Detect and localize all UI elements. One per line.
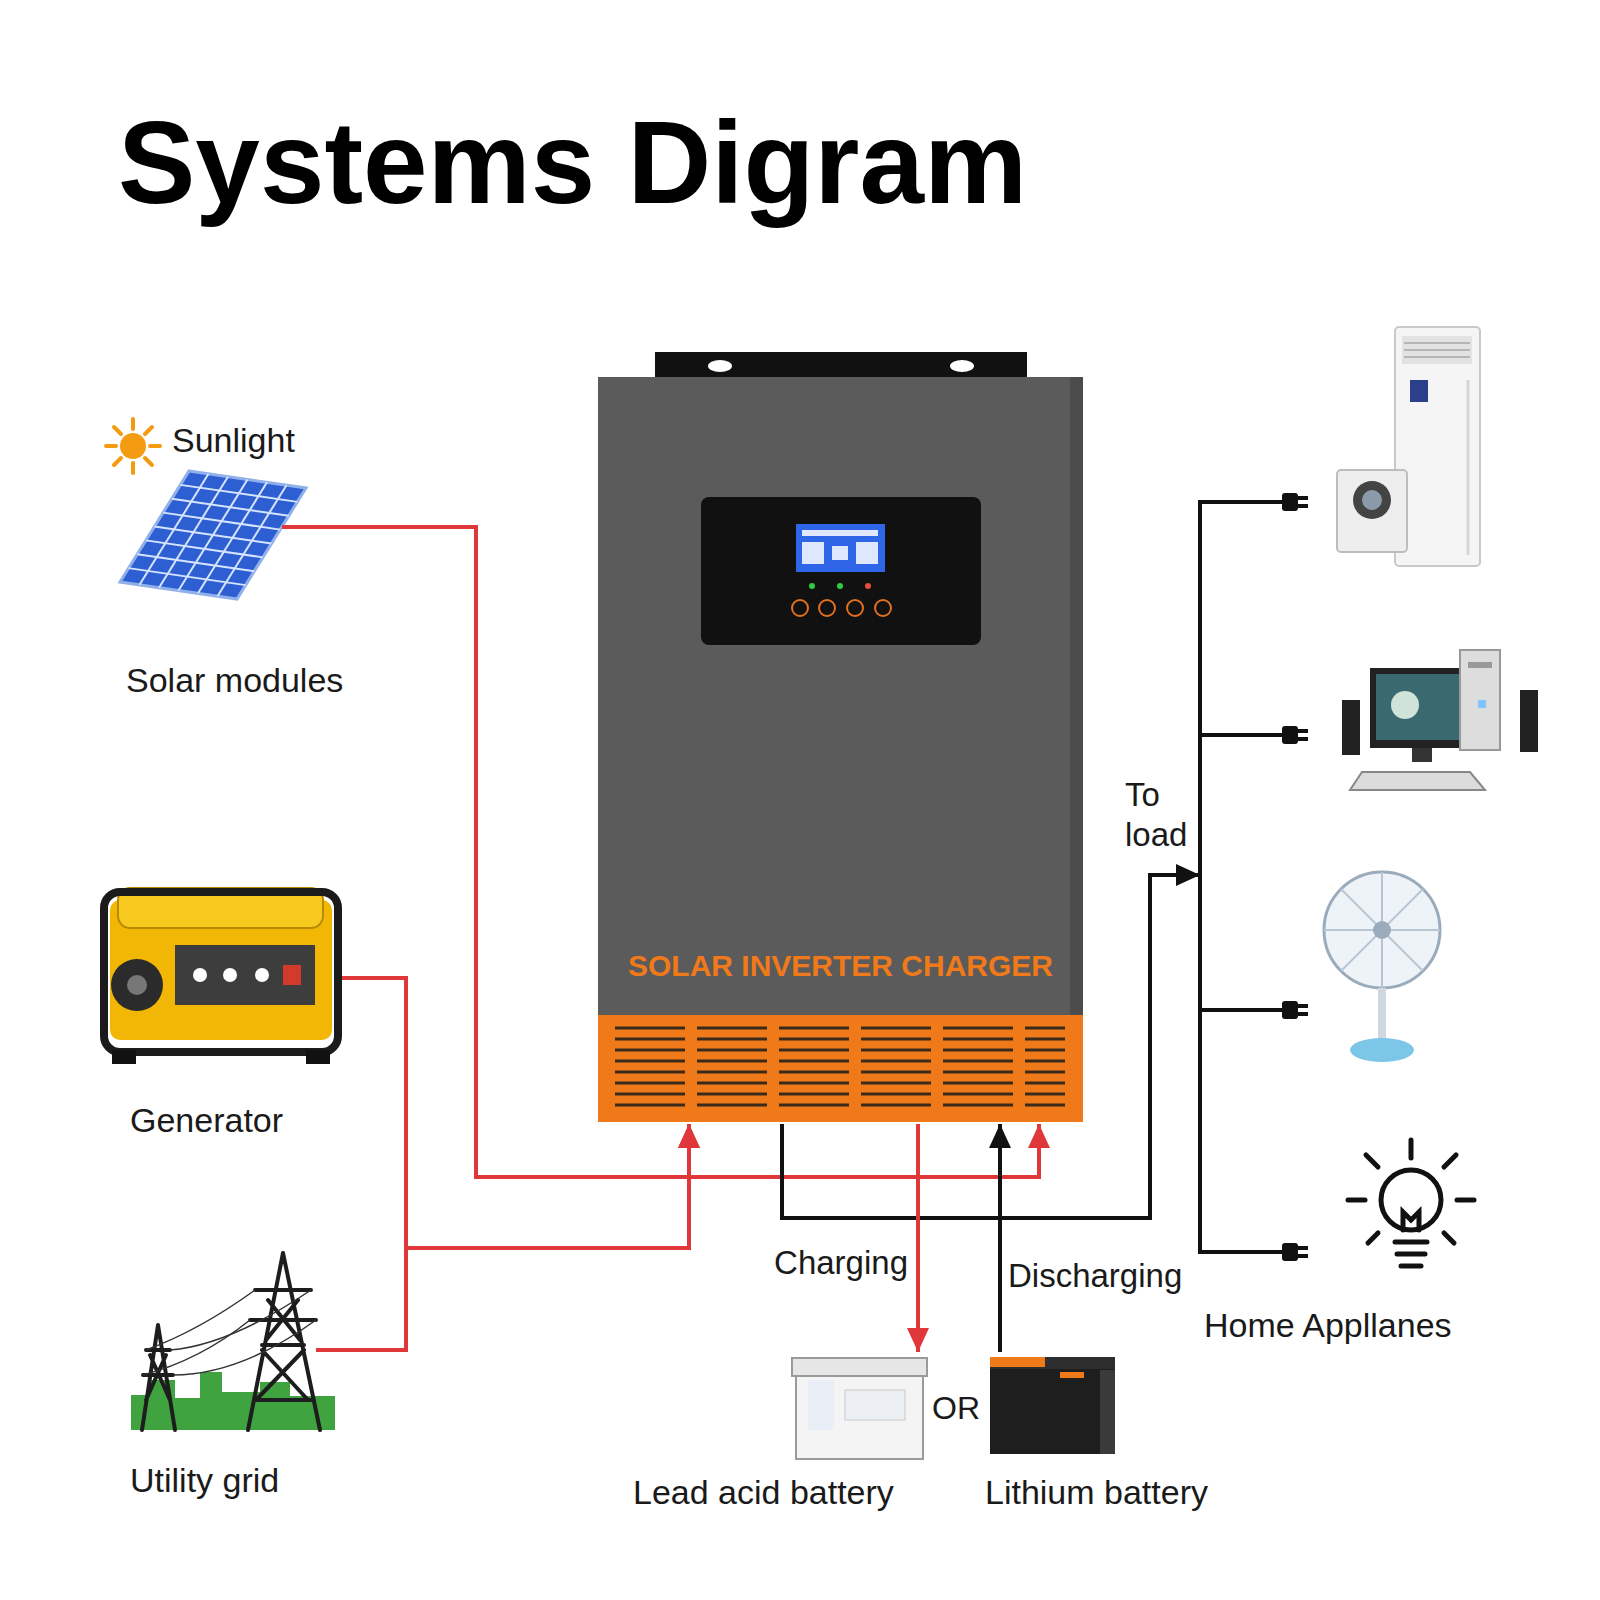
wire-connector — [998, 1124, 1002, 1352]
edge-label: Discharging — [1008, 1256, 1182, 1296]
title-wrap: Systems Digram — [118, 105, 1027, 221]
wire-connector — [916, 1124, 920, 1352]
solar-module-node: SunlightSolar modules — [100, 420, 370, 700]
label-wrap: OR — [932, 1389, 980, 1427]
edge-label: Charging — [774, 1243, 908, 1283]
node-caption: Utility grid — [130, 1460, 279, 1500]
inverter-charger-node: SOLAR INVERTER CHARGER — [598, 377, 1083, 1124]
edge-label-wrap: Discharging — [1008, 1256, 1182, 1296]
inverter-housing — [598, 352, 1083, 1122]
diagram-title: Systems Digram — [118, 105, 1027, 221]
edge-label: To load — [1125, 775, 1197, 855]
lithium-battery-node: Lithium battery — [985, 1352, 1240, 1512]
lead-acid-battery-node: Lead acid battery — [625, 1352, 928, 1512]
light-bulb-icon — [1348, 1140, 1474, 1266]
device-label: SOLAR INVERTER CHARGER — [628, 946, 1053, 986]
node-caption: Lead acid battery — [633, 1472, 894, 1512]
utility-grid-node: Utility grid — [100, 1240, 355, 1500]
node-caption: Generator — [130, 1100, 283, 1140]
wire-connector — [355, 1124, 689, 1350]
node-caption: Sunlight — [172, 420, 295, 460]
node-caption: Lithium battery — [985, 1472, 1208, 1512]
wire-connector — [355, 978, 689, 1248]
generator-icon — [104, 888, 338, 1064]
lead-acid-battery-icon — [792, 1358, 927, 1459]
sun-icon — [106, 419, 160, 473]
air-conditioner-icon — [1337, 327, 1480, 566]
node-caption: Solar modules — [126, 660, 343, 700]
wire-connector — [782, 875, 1200, 1218]
lithium-battery-icon — [990, 1357, 1115, 1454]
wire-connector — [370, 527, 1039, 1177]
option-label: OR — [932, 1389, 980, 1427]
utility-grid-icon — [131, 1253, 335, 1430]
solar-panel-icon — [120, 471, 306, 599]
generator-node: Generator — [100, 880, 355, 1140]
edge-label-wrap: To load — [1125, 775, 1197, 855]
computer-icon — [1342, 650, 1538, 790]
node-caption: Home Appllanes — [1204, 1305, 1452, 1345]
fan-icon — [1324, 872, 1440, 1062]
home-appliances-node: Home Appllanes — [1200, 318, 1560, 1345]
edge-label-wrap: Charging — [774, 1243, 908, 1283]
load-bus-wire — [1200, 493, 1308, 1261]
